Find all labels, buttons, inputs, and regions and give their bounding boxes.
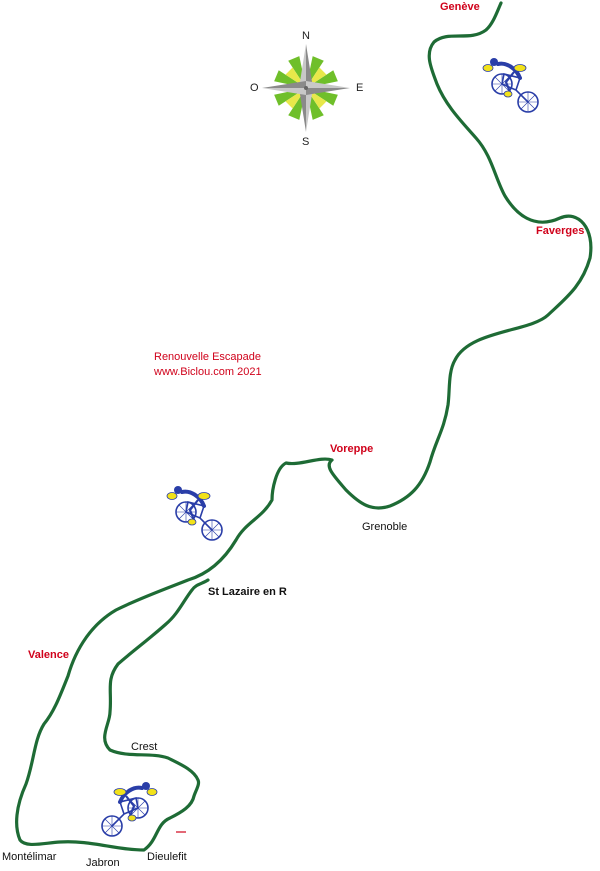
city-label-dieulefit: Dieulefit [147,851,187,863]
cyclist-icon [100,780,159,838]
city-label-montelimar: Montélimar [2,851,57,863]
compass-west-label: O [250,82,259,94]
compass-north-label: N [302,30,310,42]
credit-line-2: www.Biclou.com 2021 [154,366,262,378]
city-label-jabron: Jabron [86,857,120,869]
credit-line-1: Renouvelle Escapade [154,351,262,363]
city-label-st-lazaire: St Lazaire en R [208,586,287,598]
city-label-crest: Crest [131,741,158,753]
map-credit: Renouvelle Escapade www.Biclou.com 2021 [154,350,262,380]
cyclist-icon [481,56,540,114]
compass-east-label: E [356,82,364,94]
city-label-valence: Valence [28,649,69,661]
city-label-geneve: Genève [440,1,480,13]
compass-south-label: S [302,136,310,148]
cyclist-icon [165,484,224,542]
city-label-faverges: Faverges [536,225,585,237]
city-label-grenoble: Grenoble [362,521,408,533]
bike-route-line [15,1,593,852]
compass-rose-icon [262,44,350,132]
city-label-voreppe: Voreppe [330,443,374,455]
